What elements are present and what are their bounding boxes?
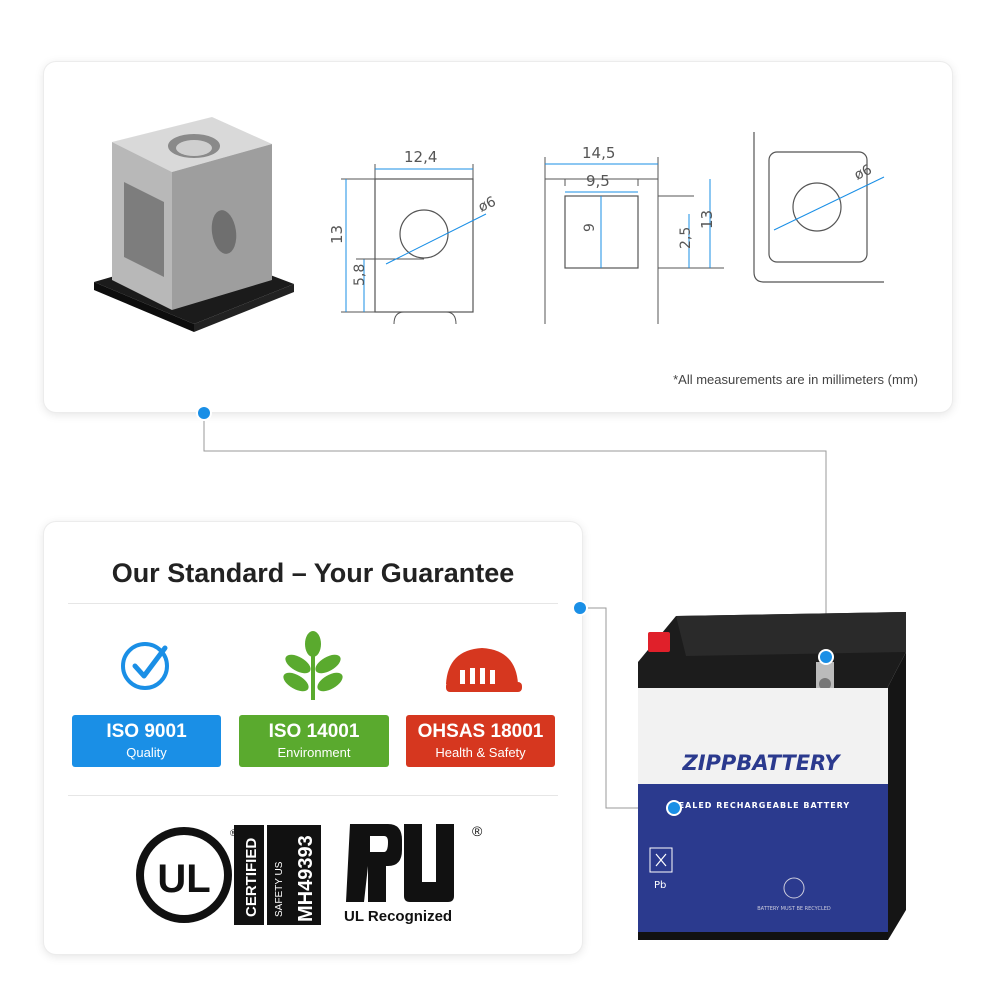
ul-certified-logo: UL ® CERTIFIED SAFETY US MH49393 [136, 825, 321, 925]
badge-title: ISO 14001 [268, 721, 360, 742]
guarantee-heading: Our Standard – Your Guarantee [111, 558, 515, 588]
connector-dot-top [198, 407, 210, 419]
ul-recognized-logo: ® [346, 823, 483, 902]
ul-recognized-label: UL Recognized [344, 908, 453, 925]
hard-hat-icon [446, 648, 522, 692]
battery-image: ZIPPBATTERY SEALED RECHARGEABLE BATTERY … [638, 612, 906, 940]
dim-width-9-5: 9,5 [586, 172, 610, 190]
dim-height-9: 9 [582, 223, 598, 232]
measurement-note: *All measurements are in millimeters (mm… [673, 372, 918, 387]
badge-ohsas-18001: OHSAS 18001 Health & Safety [406, 715, 555, 767]
connector-dot-battery-label [668, 802, 680, 814]
battery-pb: Pb [654, 880, 666, 891]
badge-title: ISO 9001 [106, 721, 187, 742]
divider-bottom [68, 795, 558, 796]
battery-recycle-note: BATTERY MUST BE RECYCLED [757, 906, 831, 912]
badge-subtitle: Quality [126, 745, 167, 760]
dim-width-14-5: 14,5 [582, 144, 615, 162]
ul-certified-text: CERTIFIED [243, 838, 260, 917]
svg-text:®: ® [472, 823, 483, 839]
badge-title: OHSAS 18001 [417, 721, 544, 742]
front-view-drawing: 12,4 13 5,8 ø6 [328, 148, 496, 324]
connector-dot-left [574, 602, 586, 614]
badge-iso-14001: ISO 14001 Environment [239, 715, 389, 767]
battery-label: SEALED RECHARGEABLE BATTERY [672, 801, 850, 810]
connector-dot-battery-terminal [820, 651, 832, 663]
ul-code-text: MH49393 [295, 835, 317, 922]
dim-top-hole-diameter: ø6 [852, 162, 875, 184]
badge-iso-9001: ISO 9001 Quality [72, 715, 221, 767]
battery-brand: ZIPPBATTERY [682, 751, 842, 775]
side-view-drawing: 14,5 9,5 9 2,5 13 [544, 144, 724, 324]
dim-hole-diameter: ø6 [476, 194, 496, 216]
divider-top [68, 603, 558, 604]
check-circle-icon [121, 642, 169, 690]
dim-height-13-side: 13 [698, 210, 716, 229]
badge-subtitle: Environment [277, 745, 351, 760]
guarantee-card: Our Standard – Your Guarantee ISO 9001 Q… [44, 522, 582, 954]
dim-height-13: 13 [328, 225, 346, 244]
ul-safety-text: SAFETY US [274, 861, 285, 917]
dim-offset-2-5: 2,5 [678, 227, 694, 249]
dim-width-12-4: 12,4 [404, 148, 437, 166]
dim-offset-5-8: 5,8 [352, 264, 368, 286]
svg-text:®: ® [230, 828, 237, 838]
ul-letters: UL [157, 857, 210, 901]
badge-subtitle: Health & Safety [435, 745, 526, 760]
leaf-icon [283, 631, 343, 700]
terminal-block-image [94, 117, 294, 332]
top-view-drawing: ø6 [753, 132, 885, 283]
terminal-dimensions-card: 12,4 13 5,8 ø6 14,5 9,5 9 2,5 1 [44, 62, 952, 412]
